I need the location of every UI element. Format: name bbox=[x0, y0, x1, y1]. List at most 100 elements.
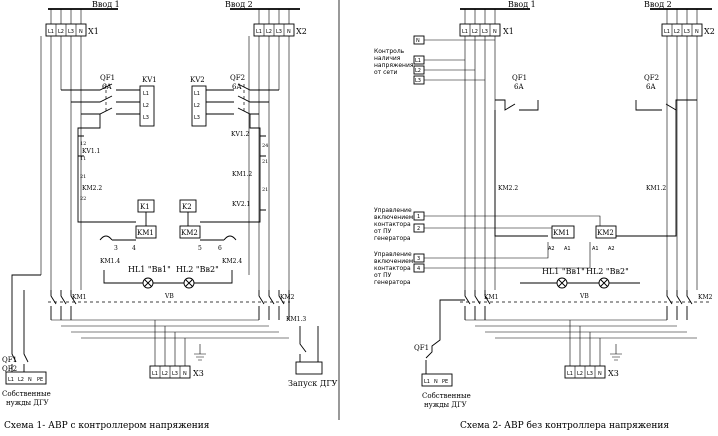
svg-text:N: N bbox=[183, 371, 187, 377]
svg-text:контактора: контактора bbox=[374, 221, 411, 228]
svg-text:KM2: KM2 bbox=[181, 229, 198, 237]
svg-text:включением: включением bbox=[374, 214, 413, 221]
s2-control-label-4: от сети bbox=[374, 69, 398, 76]
svg-text:L3: L3 bbox=[482, 29, 488, 35]
s1-kv12-label: KV1.2 bbox=[231, 131, 250, 138]
svg-text:KM1: KM1 bbox=[553, 229, 570, 237]
svg-text:2: 2 bbox=[417, 226, 420, 232]
svg-text:6: 6 bbox=[218, 245, 222, 252]
s1-qf2-rating: 6A bbox=[232, 83, 242, 91]
svg-text:генератора: генератора bbox=[374, 235, 411, 242]
s1-dgu-start: Запуск ДГУ bbox=[288, 379, 338, 388]
svg-text:L1: L1 bbox=[424, 379, 430, 385]
svg-text:N: N bbox=[434, 379, 438, 385]
svg-text:K1: K1 bbox=[140, 203, 150, 211]
s1-kv2-label: KV2 bbox=[190, 76, 205, 84]
s1-km21-main: KM2 bbox=[280, 294, 295, 301]
svg-text:L2: L2 bbox=[58, 29, 64, 35]
s2-own-needs-line2: нужды ДГУ bbox=[424, 401, 467, 409]
svg-text:K2: K2 bbox=[182, 203, 192, 211]
svg-text:генератора: генератора bbox=[374, 279, 411, 286]
s2-km21-main: KM2 bbox=[698, 294, 713, 301]
svg-text:L2: L2 bbox=[194, 103, 200, 109]
svg-text:21: 21 bbox=[262, 159, 268, 165]
s1-input1-label: Ввод 1 bbox=[92, 0, 120, 9]
s2-km11-main: KM1 bbox=[484, 294, 498, 301]
svg-text:L1: L1 bbox=[8, 377, 14, 383]
s1-terminal-x2: L1 L2 L3 N X2 bbox=[253, 23, 307, 37]
svg-text:3: 3 bbox=[417, 256, 420, 262]
svg-text:A2: A2 bbox=[548, 246, 555, 252]
s2-hl1-label: HL1 "Вв1" bbox=[542, 267, 585, 276]
svg-text:A1: A1 bbox=[592, 246, 599, 252]
s1-hl1-label: HL1 "Вв1" bbox=[128, 265, 171, 274]
s2-control-label-1: Контроль bbox=[374, 48, 405, 55]
svg-text:N: N bbox=[416, 38, 420, 44]
svg-text:PE: PE bbox=[37, 377, 43, 383]
svg-text:N: N bbox=[287, 29, 291, 35]
s1-input2-label: Ввод 2 bbox=[225, 0, 253, 9]
s1-lamp-hl1 bbox=[142, 277, 154, 289]
s1-own-needs-line1: Собственные bbox=[2, 390, 51, 398]
s2-input1-label: Ввод 1 bbox=[508, 0, 536, 9]
s2-qf1-label: QF1 bbox=[512, 74, 527, 82]
s1-kv1-label: KV1 bbox=[142, 76, 157, 84]
svg-text:включением: включением bbox=[374, 258, 413, 265]
s1-x2-label: X2 bbox=[296, 27, 307, 36]
svg-text:L3: L3 bbox=[276, 29, 282, 35]
svg-text:L1: L1 bbox=[194, 91, 200, 97]
svg-text:4: 4 bbox=[417, 266, 420, 272]
s1-x1-label: X1 bbox=[88, 27, 99, 36]
svg-text:PE: PE bbox=[442, 379, 448, 385]
s2-km22-label: KM2.2 bbox=[498, 185, 518, 192]
svg-text:от ПУ: от ПУ bbox=[374, 272, 392, 279]
s1-km13-label: KM1.3 bbox=[286, 316, 306, 323]
svg-text:X3: X3 bbox=[608, 369, 619, 378]
svg-text:L3: L3 bbox=[415, 78, 421, 84]
svg-text:1: 1 bbox=[417, 214, 420, 220]
svg-text:от ПУ: от ПУ bbox=[374, 228, 392, 235]
svg-text:L3: L3 bbox=[68, 29, 74, 35]
s1-qf1-rating: 6A bbox=[102, 83, 112, 91]
svg-text:22: 22 bbox=[80, 196, 86, 202]
svg-text:L1: L1 bbox=[462, 29, 468, 35]
svg-text:12: 12 bbox=[80, 141, 86, 147]
s2-qf2-label: QF2 bbox=[644, 74, 659, 82]
s1-lamp-hl2 bbox=[183, 277, 195, 289]
svg-text:X2: X2 bbox=[704, 27, 715, 36]
svg-text:L3: L3 bbox=[143, 115, 149, 121]
svg-text:L2: L2 bbox=[577, 371, 583, 377]
s1-terminal-x1: L1 L2 L3 N X1 bbox=[45, 23, 99, 37]
s1-km22-label: KM2.2 bbox=[82, 185, 102, 192]
svg-text:KM2: KM2 bbox=[597, 229, 614, 237]
svg-text:4: 4 bbox=[132, 245, 136, 252]
s1-qf2-label: QF2 bbox=[230, 74, 245, 82]
s1-terminal-x3: L1 L2 L3 N X3 bbox=[149, 365, 204, 379]
s1-hl2-label: HL2 "Вв2" bbox=[176, 265, 219, 274]
svg-text:L2: L2 bbox=[162, 371, 168, 377]
s2-km2-coil bbox=[595, 225, 617, 239]
s2-hl2-label: HL2 "Вв2" bbox=[586, 267, 629, 276]
s2-control-label-2: наличия bbox=[374, 55, 401, 62]
svg-text:контактора: контактора bbox=[374, 265, 411, 272]
s1-x3-label: X3 bbox=[193, 369, 204, 378]
s1-km11-main: KM1 bbox=[72, 294, 86, 301]
s2-terminal-x3: L1 L2 L3 N X3 bbox=[564, 365, 619, 379]
svg-text:N: N bbox=[79, 29, 83, 35]
svg-text:N: N bbox=[695, 29, 699, 35]
svg-text:X1: X1 bbox=[503, 27, 514, 36]
s2-vb-label: VB bbox=[579, 293, 589, 300]
svg-text:11: 11 bbox=[80, 156, 86, 162]
svg-text:21: 21 bbox=[80, 174, 86, 180]
svg-text:L1: L1 bbox=[567, 371, 573, 377]
s1-qf-bottom-1: QF1 bbox=[2, 356, 17, 364]
s2-lamp-hl2 bbox=[598, 277, 610, 289]
svg-text:L2: L2 bbox=[18, 377, 24, 383]
s2-own-needs-line1: Собственные bbox=[422, 392, 471, 400]
s1-kv1-relay bbox=[139, 85, 155, 127]
svg-text:Управление: Управление bbox=[374, 207, 412, 214]
s1-kv21-label: KV2.1 bbox=[232, 201, 250, 208]
s2-km1-coil bbox=[551, 225, 575, 239]
s1-km12-label: KM1.2 bbox=[232, 171, 252, 178]
